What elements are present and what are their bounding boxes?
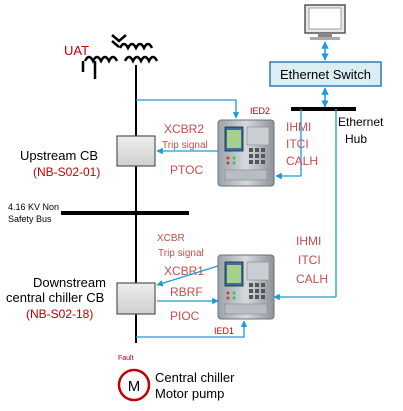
upstream-cb-id: (NB-S02-01): [33, 165, 100, 179]
upstream-circuit-breaker: [116, 135, 156, 167]
uat-label: UAT: [64, 43, 89, 58]
itci-top-label: ITCI: [286, 137, 309, 151]
calh-top-label: CALH: [286, 154, 318, 168]
hub-label-line1: Ethernet: [338, 115, 384, 129]
calh-bottom-label: CALH: [296, 272, 328, 286]
ihmi-bottom-label: IHMI: [296, 234, 321, 248]
ihmi-top-label: IHMI: [286, 120, 311, 134]
downstream-cb-label-line1: Downstream: [33, 275, 106, 290]
ied2-label: IED2: [250, 106, 270, 116]
motor-label-line2: Motor pump: [155, 386, 224, 401]
ied2-relay-icon: [217, 119, 275, 187]
upstream-cb-label: Upstream CB: [20, 148, 98, 163]
ethernet-switch-label: Ethernet Switch: [280, 67, 371, 82]
motor-symbol: M: [128, 378, 141, 395]
xcbr1-label: XCBR1: [164, 264, 204, 278]
hub-label-line2: Hub: [345, 132, 367, 146]
downstream-circuit-breaker: [116, 282, 156, 315]
xcbr-mid-label: XCBR: [157, 233, 185, 244]
feeder-to-ied1-link: [136, 320, 248, 338]
ied1-label: IED1: [214, 326, 234, 336]
rbrf-label: RBRF: [170, 285, 203, 299]
motor-label-line1: Central chiller: [155, 370, 235, 385]
ied1-relay-icon: [217, 254, 275, 320]
xcbr2-label: XCBR2: [164, 122, 204, 136]
transformer-icon: [81, 34, 159, 79]
fault-label: Fault: [118, 355, 134, 362]
ied1-trip-arrow: [156, 265, 219, 287]
feeder-to-ied2-link: [136, 99, 240, 119]
bus-label-line2: Safety Bus: [8, 214, 52, 224]
trip-signal-mid-label: Trip signal: [158, 248, 204, 259]
downstream-cb-label-line2: central chiller CB: [6, 290, 104, 305]
ethernet-switch: Ethernet Switch: [269, 61, 382, 87]
downstream-cb-id: (NB-S02-18): [26, 307, 93, 321]
computer-monitor-icon: [304, 4, 346, 40]
trip-signal-top-label: Trip signal: [162, 140, 208, 151]
ptoc-label: PTOC: [170, 163, 203, 177]
bus-label-line1: 4.16 KV Non: [8, 202, 59, 212]
pioc-label: PIOC: [170, 309, 200, 323]
motor-icon: M: [117, 368, 151, 402]
itci-bottom-label: ITCI: [298, 253, 321, 267]
